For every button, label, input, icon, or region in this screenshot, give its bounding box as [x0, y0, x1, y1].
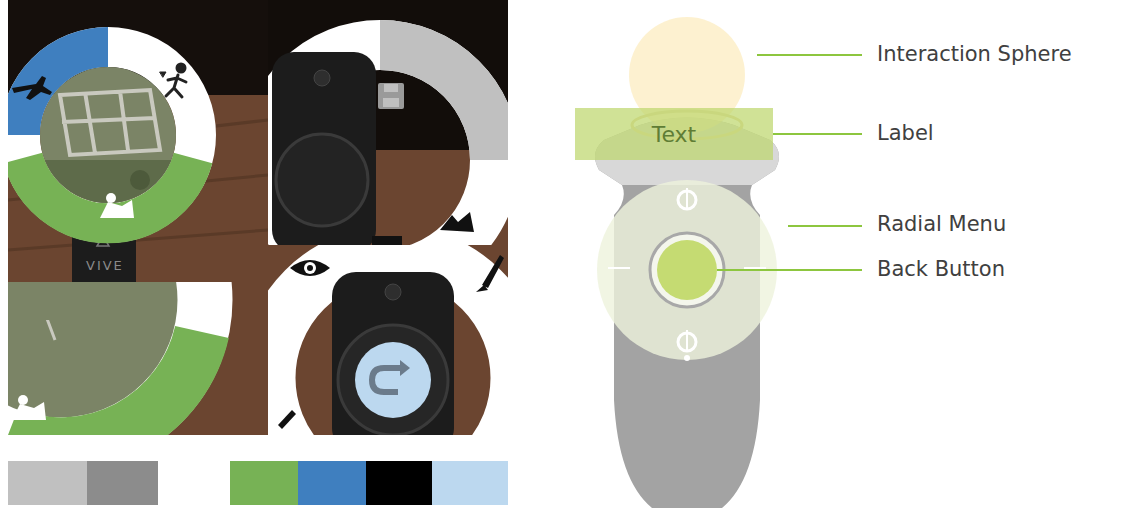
system-dot [684, 355, 690, 361]
callout-label: Back Button [877, 257, 1005, 281]
callout-label: Label [877, 121, 934, 145]
menu-screenshot [8, 282, 268, 435]
palette-swatch [230, 461, 298, 505]
palette-swatch [87, 461, 158, 505]
menu-button [385, 284, 401, 300]
eye-icon [290, 260, 330, 276]
map-roads [60, 90, 160, 155]
leader-line [788, 225, 862, 227]
menu-screenshot [268, 0, 508, 245]
palette-swatch [432, 461, 508, 505]
palette-swatch [158, 461, 230, 505]
radial-ring [268, 45, 495, 245]
label-text: Text [652, 122, 697, 147]
save-icon [378, 83, 404, 109]
label-box: Text [575, 108, 773, 160]
leader-line [717, 269, 862, 271]
controller-silhouette [595, 118, 779, 509]
touchpad [276, 134, 368, 226]
aerial-map [40, 67, 176, 203]
menu-screenshot [8, 0, 268, 282]
controller-body [332, 272, 454, 435]
back-button-highlight [355, 342, 431, 418]
callout-label: Interaction Sphere [877, 42, 1072, 66]
tool-icon [372, 236, 402, 245]
color-palette [8, 461, 508, 505]
menu-button [314, 70, 330, 86]
tool-icon [440, 212, 474, 232]
radial-ring [20, 47, 196, 223]
radial-ring [8, 282, 205, 435]
palette-swatch [366, 461, 432, 505]
menu-screenshot [268, 245, 508, 435]
controller-body [272, 52, 376, 245]
touchpad [338, 325, 448, 435]
palette-swatch [8, 461, 87, 505]
leader-line [773, 133, 862, 135]
map-field [40, 160, 176, 203]
map-trees [130, 170, 150, 190]
aerial-map [8, 282, 128, 320]
return-arrow [400, 360, 410, 376]
controller-brand: VIVE [86, 258, 124, 273]
radial-ring [268, 253, 508, 435]
green-segment [23, 158, 193, 223]
return-arrow [372, 368, 402, 392]
callout-label: Radial Menu [877, 212, 1006, 236]
leader-line [757, 54, 862, 56]
green-segment [8, 332, 202, 435]
brush-icon [476, 255, 504, 292]
airplane-icon [12, 76, 52, 100]
map-icon [12, 395, 46, 420]
palette-swatch [298, 461, 366, 505]
map-ground [40, 67, 176, 203]
leader-lines [717, 55, 862, 270]
walk-icon [160, 64, 186, 97]
tool-icon [278, 410, 296, 429]
wood-floor [8, 0, 268, 282]
map-icon [100, 193, 134, 218]
back-button-ring [650, 233, 724, 307]
back-button [657, 240, 717, 300]
gray-segment [380, 45, 495, 160]
